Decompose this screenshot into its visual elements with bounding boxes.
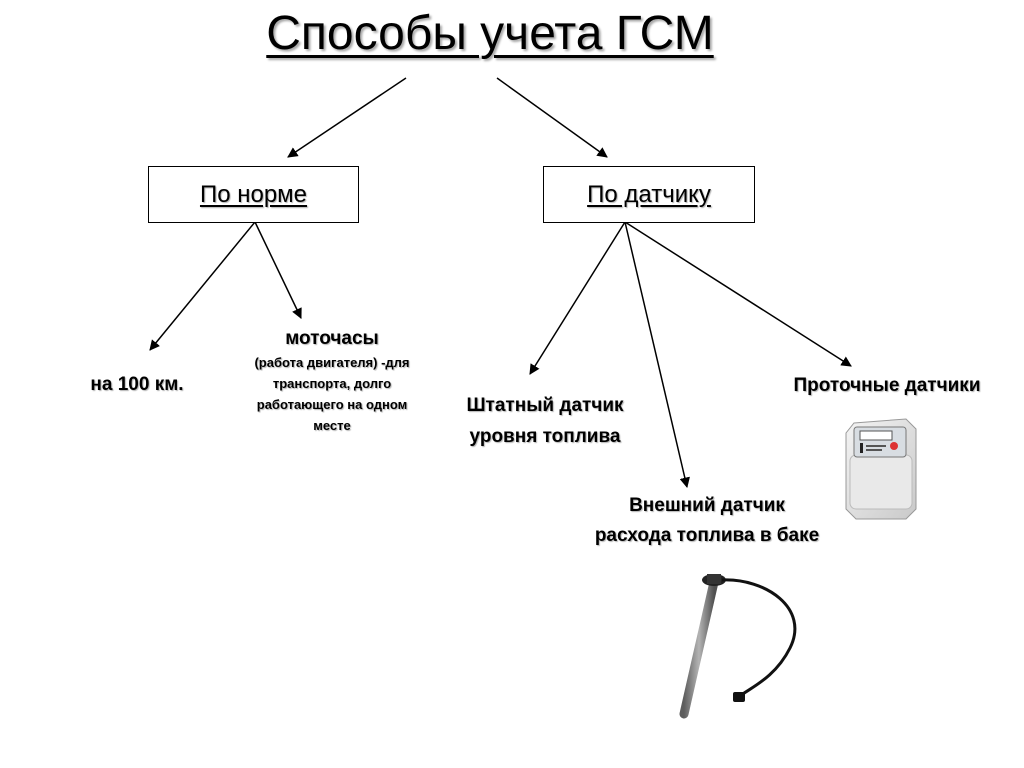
- flow-meter-image: [845, 418, 917, 520]
- page-title: Способы учета ГСМ: [266, 7, 714, 60]
- label-motohours: моточасы: [285, 328, 379, 349]
- fuel-level-probe-image: [679, 574, 797, 719]
- box-by-sensor: По датчику: [543, 166, 755, 223]
- arrow-sensor-to-standard: [529, 221, 626, 375]
- arrow-title-to-sensor: [496, 77, 608, 158]
- arrow-norm-to-100km: [149, 221, 256, 351]
- label-motohours-desc: (работа двигателя) -для транспорта, долг…: [254, 355, 410, 433]
- box-by-sensor-label: По датчику: [587, 180, 711, 208]
- box-by-norm: По норме: [148, 166, 359, 223]
- label-external-sensor: Внешний датчик расхода топлива в баке: [594, 495, 820, 546]
- arrow-sensor-to-external: [624, 221, 690, 489]
- label-per-100km: на 100 км.: [90, 374, 184, 395]
- label-standard-sensor: Штатный датчик уровня топлива: [466, 395, 624, 447]
- arrow-title-to-norm: [287, 77, 407, 158]
- label-flow-sensors: Проточные датчики: [793, 375, 981, 396]
- arrow-norm-to-moto: [254, 221, 302, 319]
- box-by-norm-label: По норме: [199, 180, 308, 208]
- arrow-sensor-to-flow: [624, 221, 852, 367]
